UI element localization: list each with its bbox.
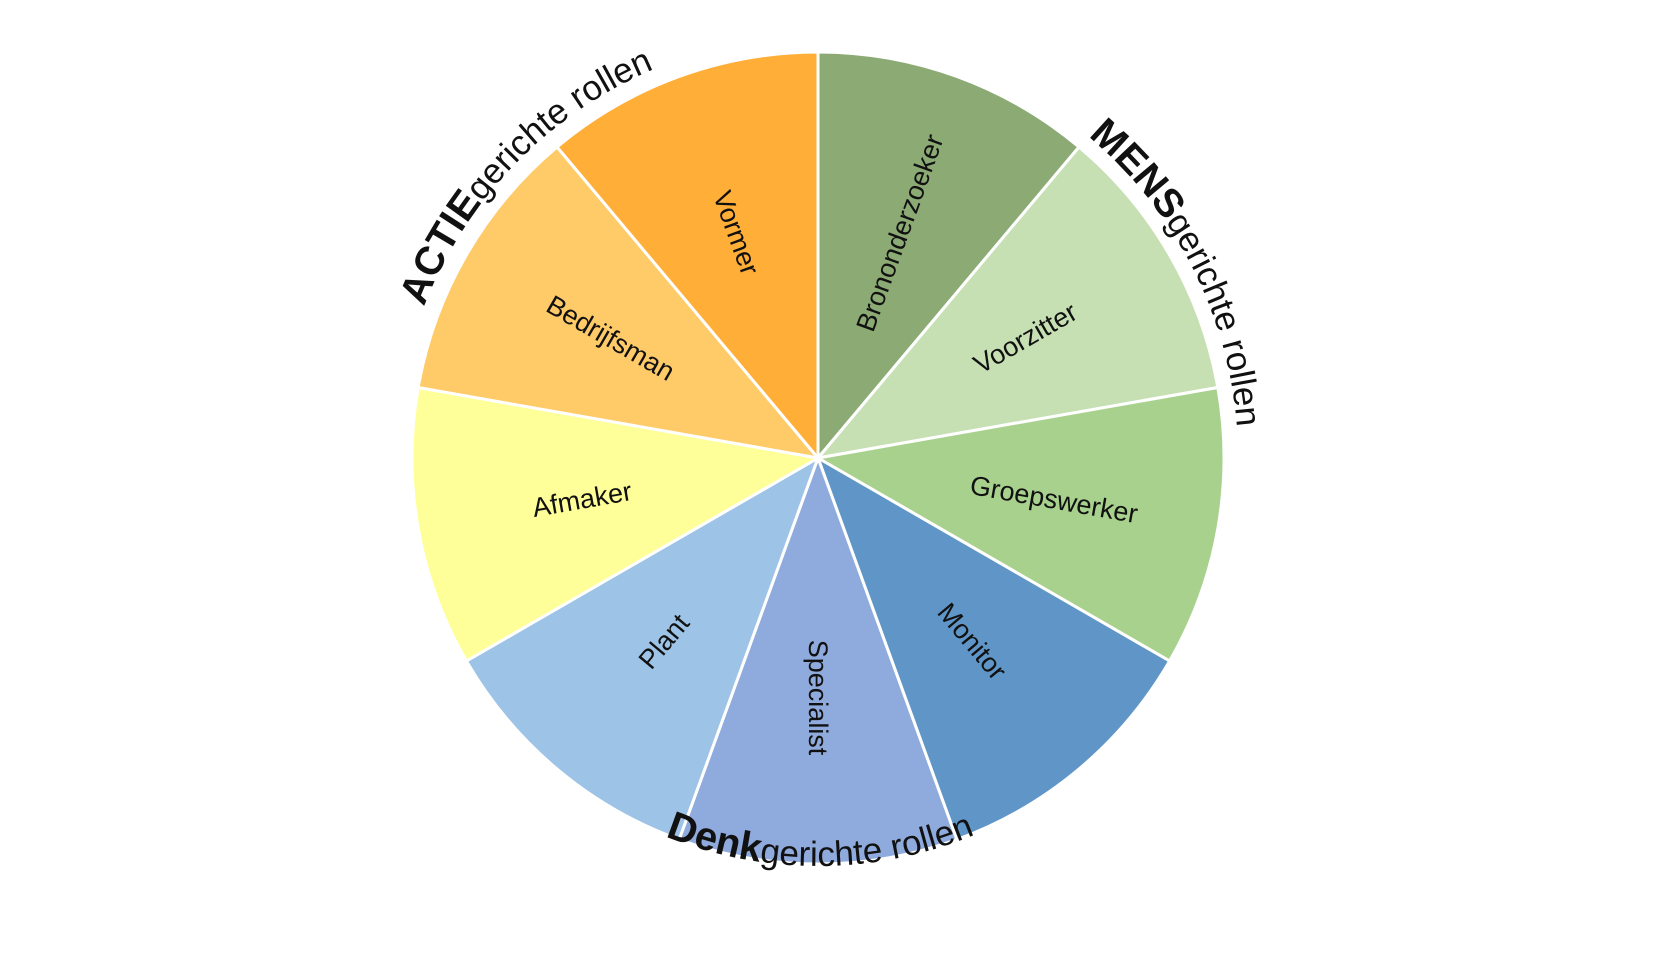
slice-label-specialist: Specialist xyxy=(803,640,833,756)
slice-voorzitter xyxy=(814,144,1220,461)
slice-monitor xyxy=(815,454,1172,842)
slice-groepswerker xyxy=(813,385,1226,664)
slice-plant xyxy=(464,454,821,842)
slice-brononderzoeker xyxy=(816,50,1082,463)
slice-afmaker xyxy=(410,385,823,664)
slice-vormer xyxy=(554,50,820,463)
wheel-slices xyxy=(410,50,1226,866)
slice-bedrijfsman xyxy=(416,144,822,461)
slice-specialist xyxy=(677,453,959,866)
